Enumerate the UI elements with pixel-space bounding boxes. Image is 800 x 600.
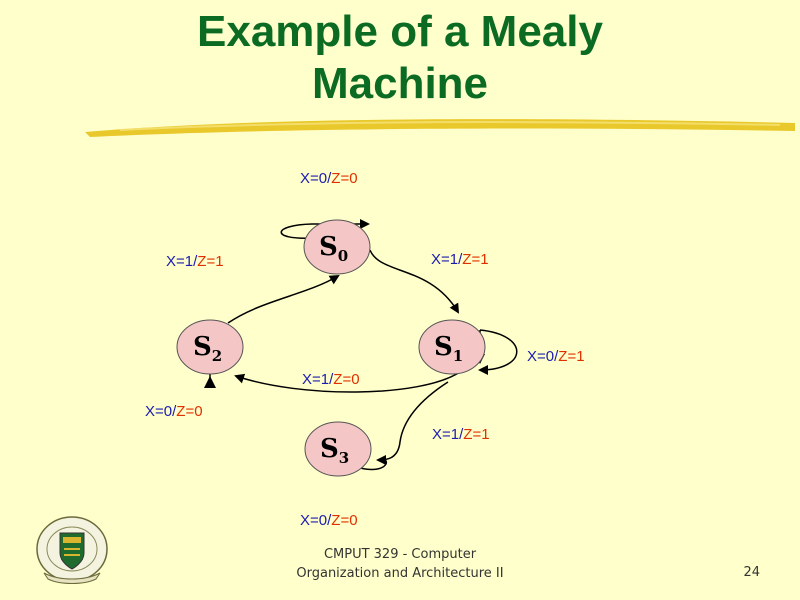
state-s2-name: S (193, 332, 212, 362)
university-crest-logo (36, 516, 108, 584)
state-s2-subscript: 2 (212, 347, 222, 365)
footer-course-line-1: CMPUT 329 - Computer (323, 547, 477, 562)
svg-text:S0: S0 (319, 232, 348, 265)
transition-s0-self-loop (280, 219, 370, 239)
page-number: 24 (743, 565, 760, 580)
label-s1-self: X=0/Z=1 (527, 348, 585, 365)
title-line-2: Machine (311, 59, 489, 108)
svg-text:S2: S2 (193, 332, 222, 365)
title-line-1: Example of a Mealy (197, 7, 603, 56)
state-s3-name: S (320, 434, 339, 464)
transition-s2-self-loop-arrowhead (204, 376, 216, 388)
slide-title: Example of a Mealy Machine (0, 6, 800, 110)
transition-s0-s1 (369, 249, 460, 314)
label-s1-to-s3: X=1/Z=1 (432, 426, 490, 443)
label-s1-to-s2: X=1/Z=0 (302, 371, 360, 388)
slide-footer: CMPUT 329 - Computer Organization and Ar… (250, 545, 550, 583)
state-s2: S2 (176, 319, 244, 375)
transition-s3-self-loop (359, 458, 387, 471)
label-s0-to-s1: X=1/Z=1 (431, 251, 489, 268)
state-s0: S0 (303, 219, 371, 275)
transition-s1-self-loop (478, 329, 518, 375)
state-s3: S3 (304, 421, 372, 477)
label-s3-self: X=0/Z=0 (300, 512, 358, 529)
label-s2-self: X=0/Z=0 (145, 403, 203, 420)
transition-s2-s0 (227, 274, 340, 324)
svg-text:S1: S1 (434, 332, 463, 365)
state-s1: S1 (418, 319, 486, 375)
transition-s1-s3 (376, 381, 449, 465)
state-s3-subscript: 3 (339, 449, 349, 467)
transition-s1-s2 (234, 371, 461, 393)
svg-text:S3: S3 (320, 434, 349, 467)
title-underline-brush-highlight (119, 121, 781, 131)
state-s1-name: S (434, 332, 453, 362)
footer-course-line-2: Organization and Architecture II (296, 566, 504, 581)
label-s0-self: X=0/Z=0 (300, 170, 358, 187)
state-s0-subscript: 0 (338, 247, 348, 265)
state-s1-subscript: 1 (453, 347, 463, 365)
label-s2-to-s0: X=1/Z=1 (166, 253, 224, 270)
state-s0-name: S (319, 232, 338, 262)
